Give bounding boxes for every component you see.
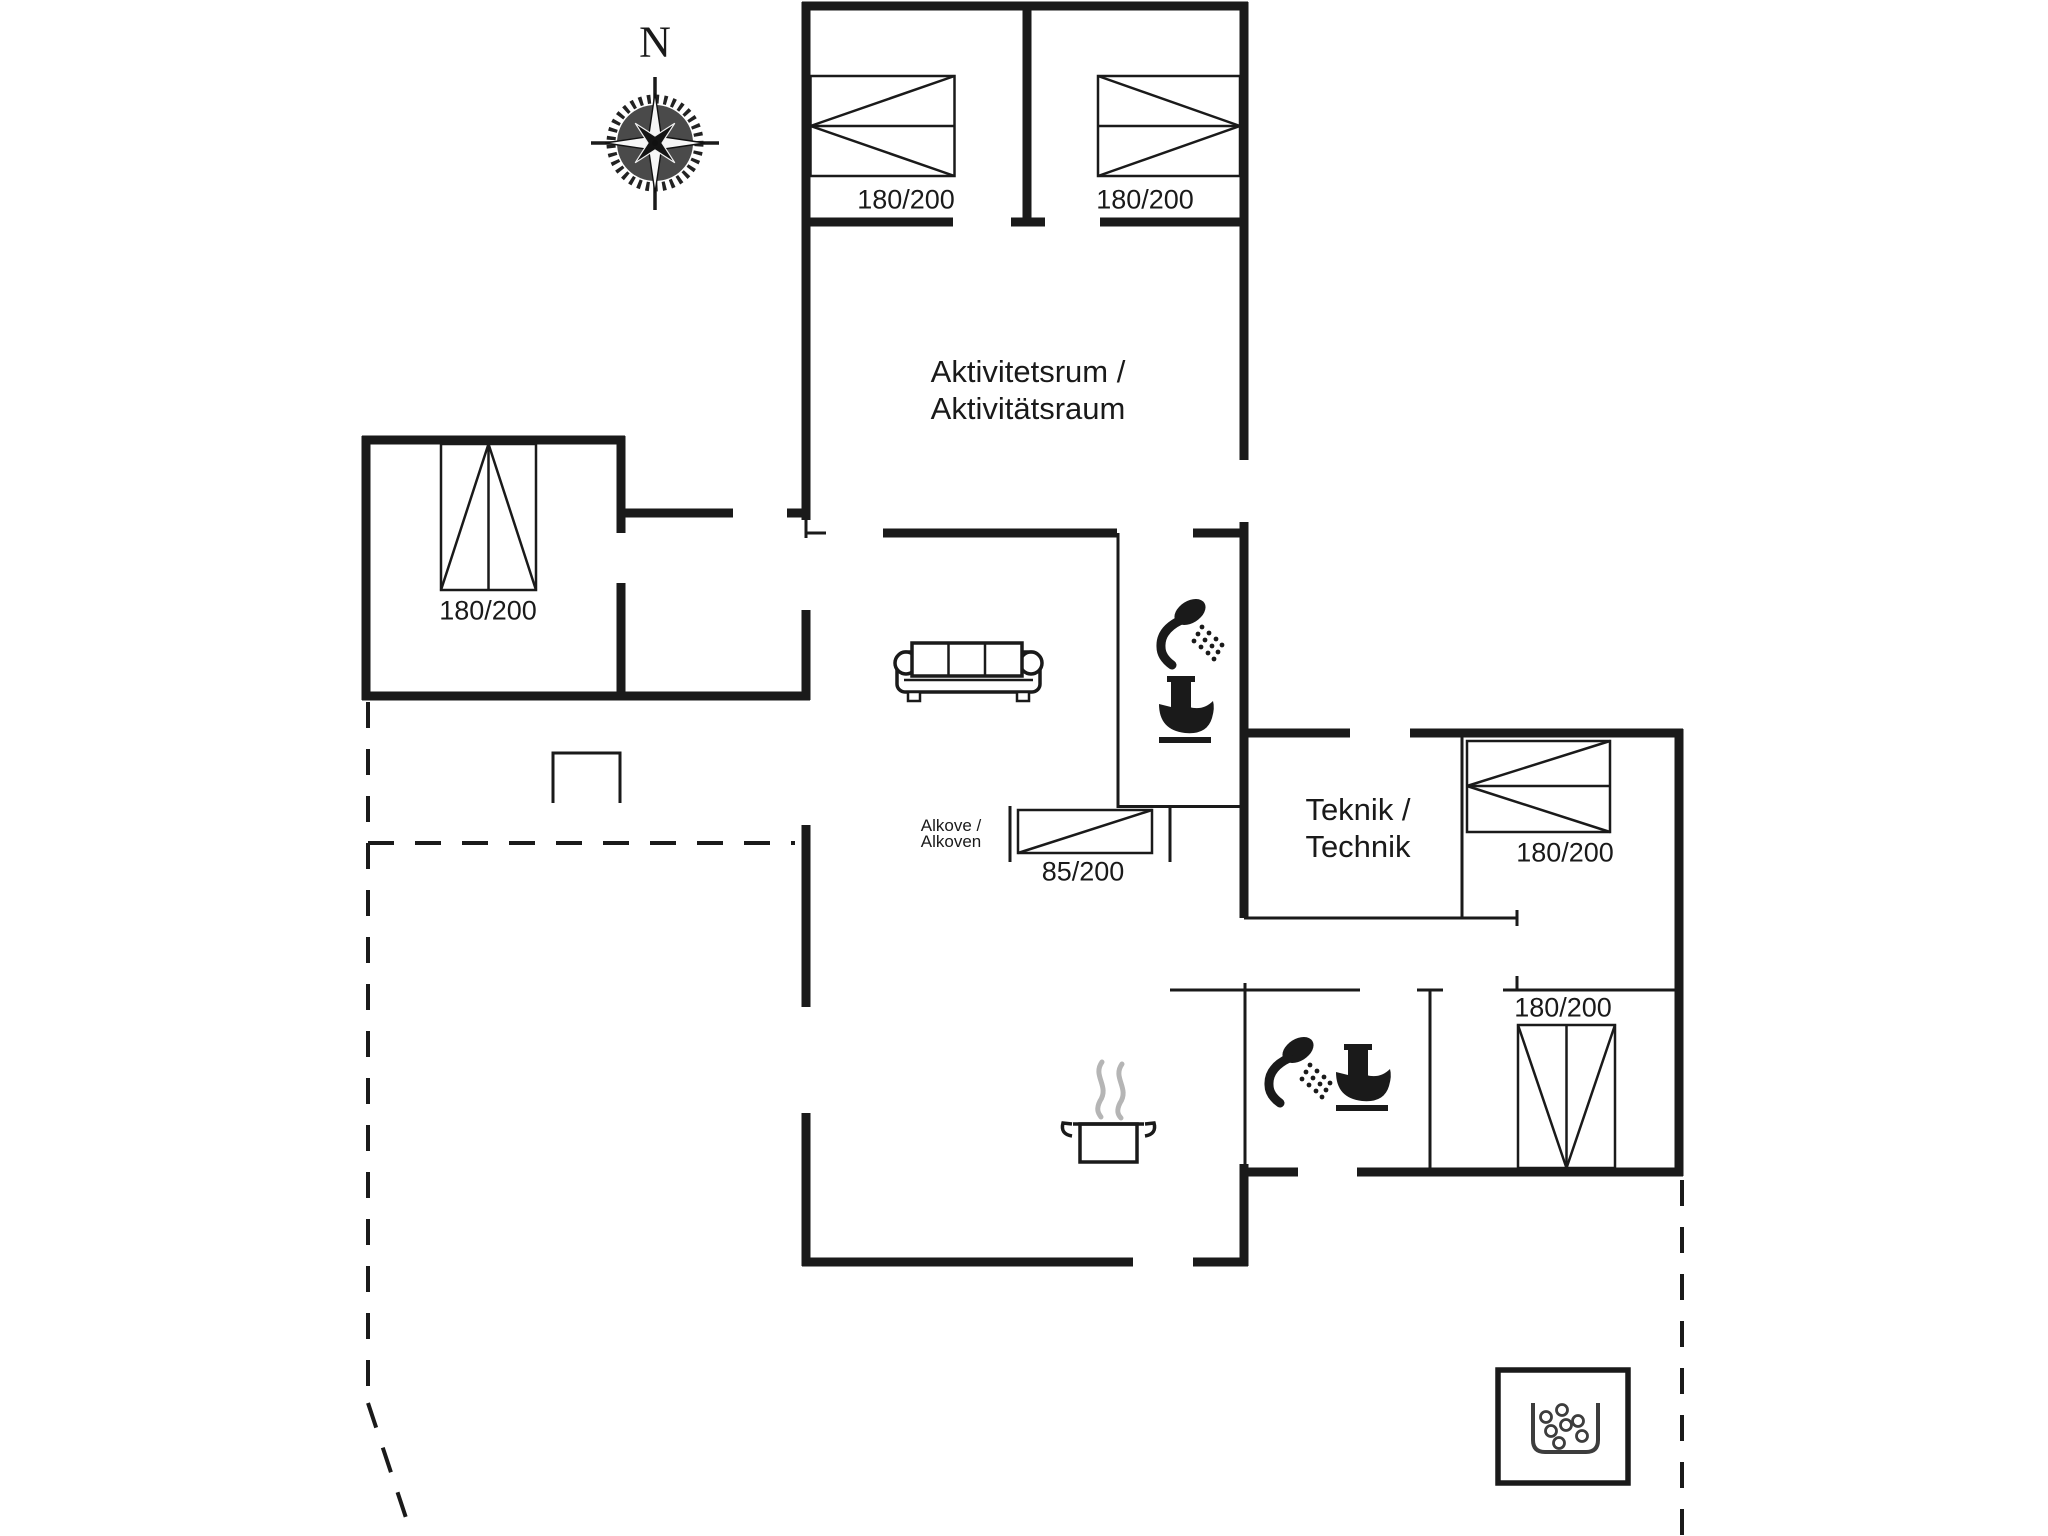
entrance-step [551, 751, 622, 803]
room-label-technik-line1: Teknik / [1305, 792, 1411, 827]
exterior-walls [361, 1, 1684, 1267]
room-label-activity-line2: Aktivitätsraum [930, 391, 1126, 426]
room-label-technik: Teknik / Technik [1305, 791, 1410, 865]
bed-symbol-east [1465, 739, 1612, 834]
bed-symbol-west [439, 442, 538, 592]
bed-size-label-west: 180/200 [439, 595, 537, 626]
bed-symbol-southeast [1516, 1023, 1617, 1170]
toilet-icon-upper [1159, 676, 1214, 743]
room-label-activity-line1: Aktivitetsrum / [930, 354, 1126, 389]
compass-north-label: N [639, 17, 671, 67]
room-label-activity: Aktivitetsrum / Aktivitätsraum [931, 353, 1126, 427]
bed-symbol-top-right [1096, 74, 1242, 178]
steam-icon [1095, 1059, 1126, 1121]
bed-symbol-alcove [1016, 808, 1154, 855]
toilet-icon-lower [1336, 1044, 1391, 1111]
room-label-alcove: Alkove / Alkoven [920, 816, 982, 851]
interior-partitions [804, 520, 1679, 1172]
bed-size-label-southeast: 180/200 [1514, 992, 1612, 1023]
shower-icon-lower [1269, 1032, 1332, 1103]
room-label-technik-line2: Technik [1305, 829, 1411, 864]
cooking-pot-icon [1060, 1059, 1157, 1164]
sofa-icon [893, 641, 1044, 703]
bed-size-label-top-left: 180/200 [857, 184, 955, 215]
room-label-alcove-line2: Alkoven [920, 832, 982, 851]
room-label-alcove-line1: Alkove / [920, 816, 982, 835]
hot-tub-icon [1495, 1367, 1631, 1486]
bed-symbol-top-left [809, 74, 956, 178]
compass-rose-icon [591, 77, 719, 210]
terrace-boundary-dashed [366, 702, 1684, 1536]
bed-size-label-alcove: 85/200 [1041, 856, 1125, 887]
bed-size-label-top-right: 180/200 [1096, 184, 1194, 215]
bed-size-label-east: 180/200 [1516, 837, 1614, 868]
shower-icon-upper [1161, 594, 1224, 665]
